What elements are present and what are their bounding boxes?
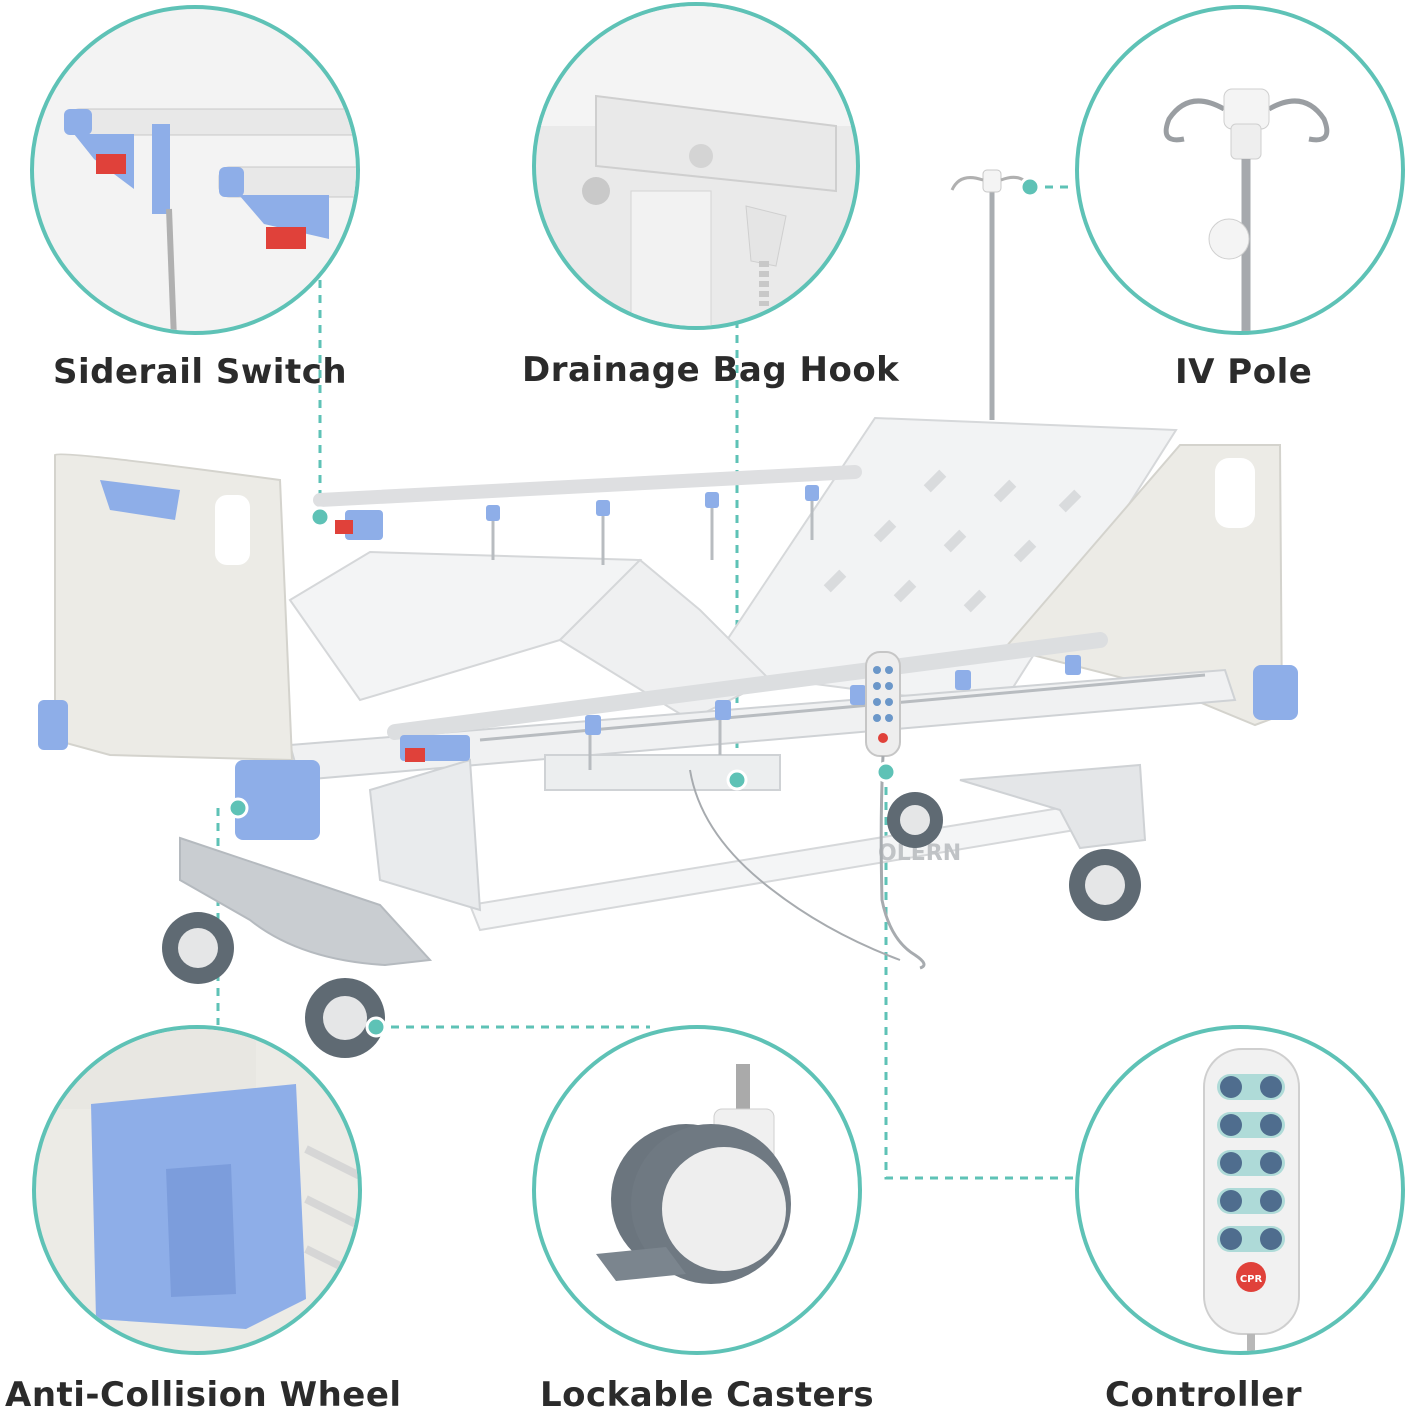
bed-rear-siderail xyxy=(313,465,862,565)
cpr-label: CPR xyxy=(1240,1274,1263,1285)
anticollision-dot xyxy=(227,797,249,819)
controller-label: Controller xyxy=(1105,1375,1303,1411)
ivpole-dot xyxy=(1019,176,1041,198)
callout-dots xyxy=(227,176,1041,1038)
anti-collision-closeup xyxy=(32,1025,362,1355)
caster-icon xyxy=(596,1064,791,1284)
controller-dot xyxy=(875,761,897,783)
caster-rear-left xyxy=(887,792,943,848)
siderail-switch-label: Siderail Switch xyxy=(53,352,348,392)
bumper-icon xyxy=(36,1029,358,1329)
iv-pole-closeup xyxy=(1075,5,1405,335)
casters-dot xyxy=(365,1016,387,1038)
bed-leg-section xyxy=(288,550,772,722)
bed-footboard xyxy=(38,453,320,840)
drainage-hook-icon xyxy=(536,6,856,326)
controller-closeup: CPR xyxy=(1075,1025,1405,1355)
lockable-casters-label: Lockable Casters xyxy=(540,1375,875,1411)
caster-front-left xyxy=(162,912,234,984)
iv-pole-icon xyxy=(1163,88,1330,331)
siderail-switch-closeup xyxy=(30,5,360,335)
cpr-button xyxy=(1236,1262,1266,1292)
drainage-hook-closeup xyxy=(532,2,860,330)
siderail-dot xyxy=(309,506,331,528)
leader-lines xyxy=(216,185,1075,1180)
bed-iv-pole xyxy=(950,169,1032,420)
hand-controller-icon: CPR xyxy=(1203,1048,1300,1351)
bed-casters xyxy=(162,792,1141,1058)
lockable-casters-closeup xyxy=(532,1025,862,1355)
caster-front-right xyxy=(305,978,385,1058)
drainage-hook-label: Drainage Bag Hook xyxy=(522,350,900,390)
iv-pole-label: IV Pole xyxy=(1175,352,1313,392)
caster-rear-right xyxy=(1069,849,1141,921)
controller-leader-line xyxy=(884,772,1075,1180)
anti-collision-label: Anti-Collision Wheel xyxy=(5,1375,402,1411)
bed-hand-controller xyxy=(689,651,926,970)
bed-front-siderail xyxy=(387,632,1206,770)
siderail-switch-icon xyxy=(64,108,356,331)
drainage-dot xyxy=(726,769,748,791)
